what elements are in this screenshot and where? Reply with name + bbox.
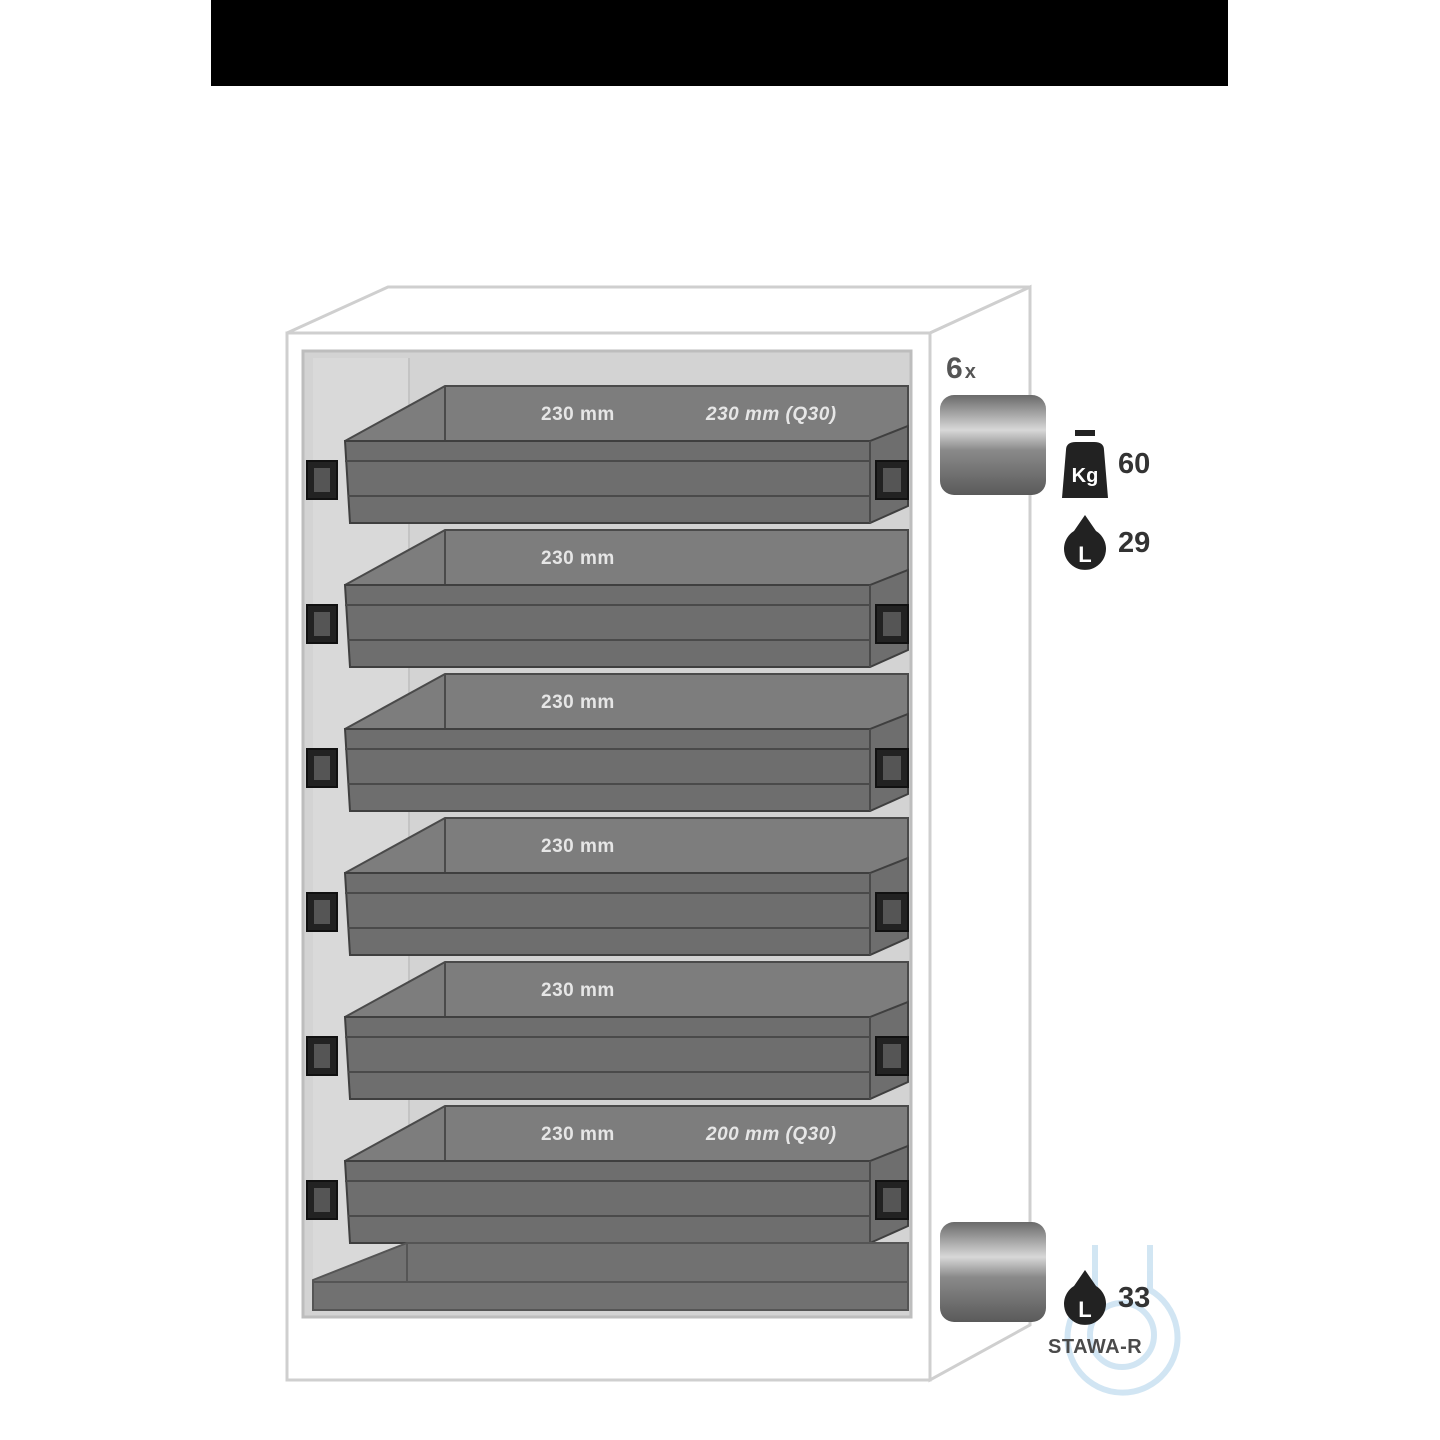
drawer [306,961,909,1100]
drawer-top-surface [344,817,909,874]
top-hinge [940,395,1046,495]
right-rail-slot [883,1188,901,1212]
drawer-rear-label: 230 mm (Q30) [706,404,837,425]
drawer-front [343,1000,909,1100]
drawer-volume-spec: L 29 [1062,515,1150,571]
drawer-front [343,1144,909,1244]
drawer-front [343,712,909,812]
drawer-front [343,424,909,524]
weight-kg-icon: Kg [1062,430,1108,498]
left-rail-slot [314,612,330,636]
right-rail [875,604,909,644]
drawer-front-label: 230 mm [541,404,615,425]
drawer-front-label: 230 mm [541,692,615,713]
drawer-front [343,856,909,956]
liquid-drop-icon: L [1064,1270,1106,1325]
drawers-group [306,385,909,1244]
drawer-front-label: 230 mm [541,980,615,1001]
left-rail-slot [314,1044,330,1068]
right-rail-slot [883,900,901,924]
left-rail-slot [314,468,330,492]
left-rail-slot [314,1188,330,1212]
drawer-front-label: 230 mm [541,836,615,857]
drawer-top-surface [344,961,909,1018]
bottom-sump [312,1242,909,1311]
liquid-drop-icon: L [1064,515,1106,570]
load-spec: Kg 60 [1062,430,1150,498]
left-rail [306,460,338,500]
drawer [306,1105,909,1244]
drawer-top-surface [344,529,909,586]
header-bar [211,0,1228,86]
svg-text:L: L [1078,542,1091,567]
right-rail-slot [883,612,901,636]
sump-volume-spec: L 33 [1062,1270,1150,1326]
left-rail-slot [314,900,330,924]
load-value: 60 [1118,447,1151,480]
drawer [306,385,909,524]
drawer [306,673,909,812]
svg-text:Kg: Kg [1072,465,1099,487]
right-rail-slot [883,468,901,492]
drawer [306,529,909,668]
drawer-front-label: 230 mm [541,1124,615,1145]
sump-label: STAWA-R [1048,1336,1143,1358]
drawer [306,817,909,956]
right-rail-slot [883,1044,901,1068]
bottom-hinge [940,1222,1046,1322]
left-rail-slot [314,756,330,780]
watermark-flask-icon [1064,1245,1181,1396]
drawer-rear-label: 200 mm (Q30) [706,1124,837,1145]
drawer-front [343,568,909,668]
right-rail-slot [883,756,901,780]
drawer-top-surface [344,673,909,730]
sump-volume-value: 33 [1118,1281,1151,1314]
svg-text:L: L [1078,1297,1091,1322]
drawer-front-label: 230 mm [541,548,615,569]
count-symbol: x [964,361,976,383]
count-number: 6 [946,352,963,385]
drawer-volume-value: 29 [1118,526,1151,559]
